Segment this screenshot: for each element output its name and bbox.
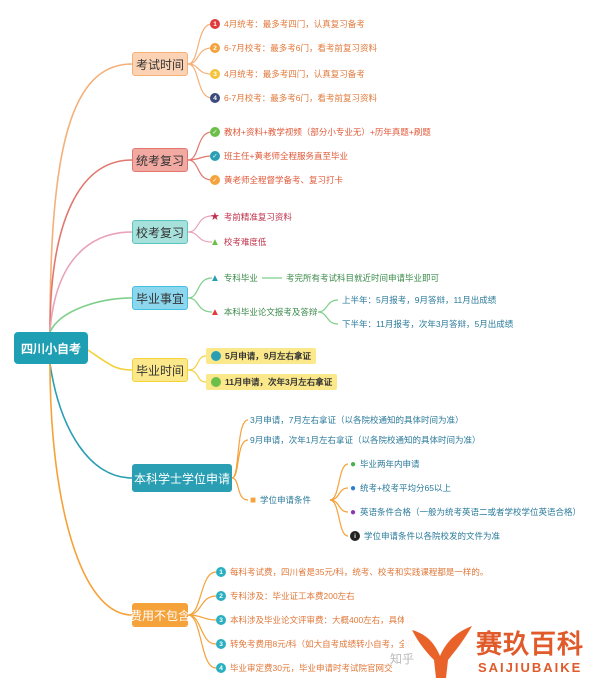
degree-apply-text: 9月申请，次年1月左右拿证（以各院校通知的具体时间为准） bbox=[250, 435, 481, 445]
condition-text: 学位申请条件以各院校发的文件为准 bbox=[364, 531, 501, 541]
fee-item: 2 专科涉及：毕业证工本费200左右 bbox=[216, 590, 355, 602]
check-icon: ✓ bbox=[210, 151, 220, 161]
fee-item: 3 转免考费用8元/科（如大自考成绩转小自考，全国 bbox=[216, 638, 416, 650]
school-review-item: ★ 考前精准复习资料 bbox=[210, 210, 292, 223]
number-2-icon: 2 bbox=[216, 591, 226, 601]
branch-fees[interactable]: 费用不包含 bbox=[130, 603, 190, 627]
location-pin-icon: ● bbox=[350, 506, 357, 518]
degree-condition-item: i 学位申请条件以各院校发的文件为准 bbox=[350, 530, 500, 542]
unified-review-text: 黄老师全程督学备考、复习打卡 bbox=[224, 175, 344, 185]
branch-grad-time[interactable]: 毕业时间 bbox=[132, 358, 188, 382]
grad-time-text: 11月申请，次年3月左右拿证 bbox=[225, 377, 333, 387]
number-4-icon: 4 bbox=[216, 663, 226, 673]
fee-text: 转免考费用8元/科（如大自考成绩转小自考，全国 bbox=[230, 639, 416, 649]
branch-unified-review[interactable]: 统考复习 bbox=[132, 148, 188, 172]
fee-item: 4 毕业审定费30元，毕业申请时考试院官网交 bbox=[216, 662, 392, 674]
grad-time-item: 5月申请，9月左右拿证 bbox=[206, 348, 316, 364]
grad-time-item: 11月申请，次年3月左右拿证 bbox=[206, 374, 338, 390]
number-3-icon: 3 bbox=[216, 639, 226, 649]
lock-icon: ■ bbox=[250, 494, 257, 506]
fee-item: 3 本科涉及毕业论文评审费：大概400左右，具体以 bbox=[216, 614, 414, 626]
whale-tail-logo-icon bbox=[412, 626, 472, 678]
exam-time-item: 1 4月统考：最多考四门，认真复习备考 bbox=[210, 18, 365, 30]
watermark-cn: 赛玖百科 bbox=[476, 629, 585, 659]
watermark: 赛玖百科 SAIJIUBAIKE 知乎 bbox=[390, 610, 600, 694]
location-pin-icon: ● bbox=[350, 482, 357, 494]
warning-icon: ▲ bbox=[210, 306, 220, 318]
degree-apply-item: 9月申请，次年1月左右拿证（以各院校通知的具体时间为准） bbox=[250, 434, 480, 446]
condition-text: 统考+校考平均分65以上 bbox=[360, 483, 451, 493]
pie-icon bbox=[211, 351, 221, 361]
root-node[interactable]: 四川小自考 bbox=[14, 332, 88, 364]
pie-icon bbox=[211, 377, 221, 387]
exam-time-item: 3 4月统考：最多考四门，认真复习备考 bbox=[210, 68, 365, 80]
info-icon: i bbox=[350, 531, 360, 541]
fee-text: 本科涉及毕业论文评审费：大概400左右，具体以 bbox=[230, 615, 415, 625]
first-half-schedule: 上半年：5月报考，9月答辩，11月出成绩 bbox=[342, 294, 496, 306]
exam-time-text: 6-7月校考：最多考6门，看考前复习资料 bbox=[224, 43, 378, 53]
fee-text: 每科考试费，四川省是35元/科，统考、校考和实践课程都是一样的。 bbox=[230, 567, 489, 577]
condition-text: 毕业两年内申请 bbox=[360, 459, 420, 469]
unified-review-text: 教材+资料+教学视频（部分小专业无）+历年真题+刷题 bbox=[224, 127, 431, 137]
junior-graduation-label: 专科毕业 bbox=[223, 273, 258, 283]
unified-review-text: 班主任+黄老师全程服务直至毕业 bbox=[224, 151, 348, 161]
exam-time-item: 2 6-7月校考：最多考6门，看考前复习资料 bbox=[210, 42, 377, 54]
grad-time-text: 5月申请，9月左右拿证 bbox=[225, 351, 311, 361]
number-4-icon: 4 bbox=[210, 93, 220, 103]
degree-conditions-label: 学位申请条件 bbox=[260, 495, 312, 505]
degree-conditions: ■ 学位申请条件 bbox=[250, 494, 311, 506]
watermark-en: SAIJIUBAIKE bbox=[478, 660, 583, 675]
unified-review-item: ✓ 班主任+黄老师全程服务直至毕业 bbox=[210, 150, 348, 162]
bachelor-thesis: ▲ 本科毕业论文报考及答辩 bbox=[210, 306, 317, 318]
warning-icon: ▲ bbox=[210, 272, 220, 284]
number-3-icon: 3 bbox=[216, 615, 226, 625]
school-review-item: ▲ 校考难度低 bbox=[210, 236, 266, 248]
zhihu-watermark: 知乎 bbox=[390, 652, 415, 666]
condition-text: 英语条件合格（一般为统考英语二或者学校学位英语合格） bbox=[360, 507, 582, 517]
junior-detail-text: 考完所有考试科目就近时间申请毕业即可 bbox=[286, 273, 440, 283]
branch-degree[interactable]: 本科学士学位申请 bbox=[132, 464, 232, 492]
check-icon: ✓ bbox=[210, 175, 220, 185]
degree-condition-item: ● 毕业两年内申请 bbox=[350, 458, 420, 470]
exam-time-text: 6-7月校考：最多考6门，看考前复习资料 bbox=[224, 93, 378, 103]
number-1-icon: 1 bbox=[210, 19, 220, 29]
branch-graduation[interactable]: 毕业事宜 bbox=[132, 286, 188, 310]
grad-time-highlight: 11月申请，次年3月左右拿证 bbox=[206, 374, 338, 390]
number-3-icon: 3 bbox=[210, 69, 220, 79]
degree-condition-item: ● 统考+校考平均分65以上 bbox=[350, 482, 451, 494]
branch-school-review[interactable]: 校考复习 bbox=[132, 220, 188, 244]
exam-time-text: 4月统考：最多考四门，认真复习备考 bbox=[224, 69, 365, 79]
star-icon: ★ bbox=[210, 211, 220, 223]
exam-time-text: 4月统考：最多考四门，认真复习备考 bbox=[224, 19, 365, 29]
unified-review-item: ✓ 黄老师全程督学备考、复习打卡 bbox=[210, 174, 343, 186]
fee-text: 专科涉及：毕业证工本费200左右 bbox=[230, 591, 355, 601]
degree-apply-text: 3月申请，7月左右拿证（以各院校通知的具体时间为准） bbox=[250, 415, 464, 425]
thumbs-up-icon: ▲ bbox=[210, 236, 220, 248]
junior-graduation-detail: 考完所有考试科目就近时间申请毕业即可 bbox=[286, 272, 439, 284]
bachelor-thesis-label: 本科毕业论文报考及答辩 bbox=[223, 307, 318, 317]
first-half-text: 上半年：5月报考，9月答辩，11月出成绩 bbox=[342, 295, 497, 305]
fee-item: 1 每科考试费，四川省是35元/科，统考、校考和实践课程都是一样的。 bbox=[216, 566, 488, 578]
check-icon: ✓ bbox=[210, 127, 220, 137]
exam-time-item: 4 6-7月校考：最多考6门，看考前复习资料 bbox=[210, 92, 377, 104]
junior-graduation: ▲ 专科毕业 bbox=[210, 272, 258, 284]
school-review-text: 校考难度低 bbox=[223, 237, 267, 247]
degree-apply-item: 3月申请，7月左右拿证（以各院校通知的具体时间为准） bbox=[250, 414, 463, 426]
number-2-icon: 2 bbox=[210, 43, 220, 53]
second-half-text: 下半年：11月报考，次年3月答辩，5月出成绩 bbox=[342, 319, 514, 329]
grad-time-highlight: 5月申请，9月左右拿证 bbox=[206, 348, 316, 364]
fee-text: 毕业审定费30元，毕业申请时考试院官网交 bbox=[230, 663, 393, 673]
second-half-schedule: 下半年：11月报考，次年3月答辩，5月出成绩 bbox=[342, 318, 513, 330]
location-pin-icon: ● bbox=[350, 458, 357, 470]
unified-review-item: ✓ 教材+资料+教学视频（部分小专业无）+历年真题+刷题 bbox=[210, 126, 431, 138]
degree-condition-item: ● 英语条件合格（一般为统考英语二或者学校学位英语合格） bbox=[350, 506, 581, 518]
branch-exam-time[interactable]: 考试时间 bbox=[132, 52, 188, 76]
number-1-icon: 1 bbox=[216, 567, 226, 577]
school-review-text: 考前精准复习资料 bbox=[223, 211, 292, 222]
